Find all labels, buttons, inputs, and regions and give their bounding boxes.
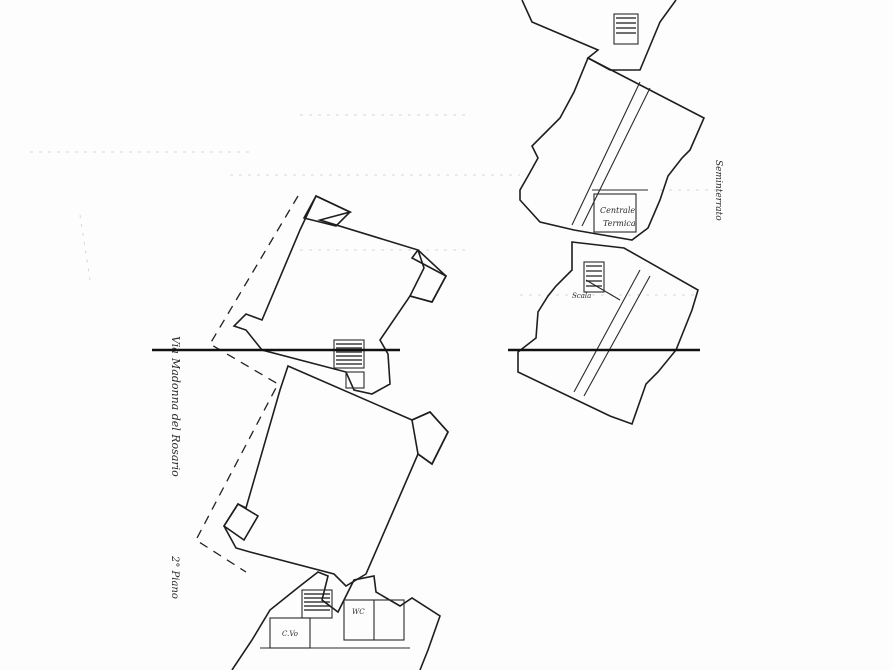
bottom-stair	[301, 589, 333, 619]
street-label: Madonna del Rosario	[169, 357, 182, 477]
room-b-label: WC	[352, 608, 365, 616]
right-stair-hatch	[586, 265, 602, 287]
tech-room-label-2: Termica	[603, 219, 636, 228]
property-boundary	[195, 195, 299, 573]
stair-note: Scala	[572, 292, 591, 300]
right-middle-building: Scala	[517, 241, 699, 426]
upper-right-building: Centrale Termica	[519, 0, 706, 241]
room-a-label: C.Vo	[282, 630, 298, 638]
bottom-building: C.Vo WC	[231, 571, 441, 670]
construction-lines	[30, 114, 720, 296]
upper-stair	[613, 13, 639, 45]
central-stair-hatch	[336, 343, 362, 365]
upper-stair-hatch	[616, 17, 636, 34]
central-building	[232, 194, 448, 395]
right-stair	[583, 261, 605, 293]
central-lower-building	[222, 364, 449, 588]
central-stair	[333, 339, 365, 369]
street-label-short: Via	[169, 336, 182, 354]
tech-room	[593, 193, 637, 233]
tech-room-label-1: Centrale	[600, 206, 635, 215]
basement-label: Seminterrato	[713, 160, 723, 221]
floor-label: 2° Piano	[169, 555, 180, 599]
bottom-stair-hatch	[304, 593, 330, 611]
